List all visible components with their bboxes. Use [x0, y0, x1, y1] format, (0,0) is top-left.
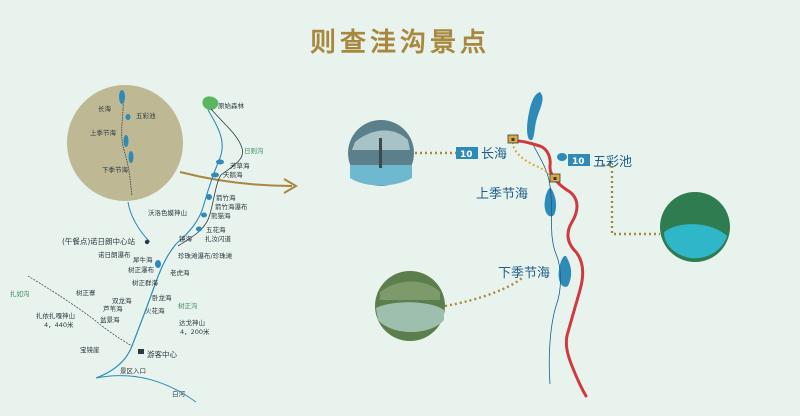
zoom-arrow-head: [283, 178, 298, 194]
label-dage: 达戈神山: [179, 318, 205, 327]
zoom-label-wucaichi: 五彩池: [136, 111, 156, 120]
trail-to-xiajijie-photo: [444, 276, 524, 308]
zoom-lake-shangjijie: [123, 135, 129, 147]
zoom-lake-changhai: [119, 90, 125, 104]
label-huohua: 火花海: [145, 306, 165, 315]
label-shuzhengzhai: 树正寨: [76, 288, 96, 297]
label-wolong: 卧龙海: [152, 293, 172, 302]
river-line: [531, 141, 561, 385]
label-baishui: 白河: [172, 389, 186, 398]
label-tiane: 天鹅海: [223, 170, 243, 179]
zoom-lake-xiajijie: [128, 151, 134, 163]
svg-text:10: 10: [460, 150, 473, 160]
zoom-label-shangjijie: 上季节海: [90, 128, 117, 137]
label-jingqu: 景区入口: [120, 367, 146, 375]
lake-shangjijie: [544, 187, 557, 217]
label-zhenzhu: 珍珠滩瀑布/珍珠滩: [178, 251, 233, 260]
label-penjing: 盆景海: [100, 315, 120, 324]
label-woluo: 沃洛色嫫神山: [148, 208, 187, 217]
label-nuorilang-pubu: 诺日朗瀑布: [98, 250, 131, 259]
label-xiniu: 犀牛海: [133, 255, 153, 264]
label-right-shangjijie: 上季节海: [476, 187, 528, 202]
lake-xiajijie: [558, 255, 572, 287]
label-shuzheng: 树正沟: [178, 301, 198, 310]
page-title: 则查洼沟景点: [309, 28, 490, 58]
zoom-lake-wucaichi: [125, 114, 131, 120]
lake-changhai: [527, 92, 543, 141]
nuorilang-station-icon: [144, 239, 150, 245]
label-shuzheng-qunhai: 树正群海: [132, 278, 159, 287]
label-jianzhu: 箭竹海: [216, 193, 236, 202]
tour-road: [511, 139, 588, 398]
label-nuorilang: 诺日朗中心站: [90, 236, 135, 246]
label-jinghai: 镜海: [179, 234, 193, 243]
label-zhayi: 扎依扎嘎神山: [36, 311, 75, 320]
label-zhayi-height: 4，440米: [44, 320, 74, 329]
label-zharugou: 扎如沟: [10, 289, 30, 298]
label-fangcao: 芳草海: [230, 161, 250, 170]
label-luwei: 芦苇海: [103, 304, 123, 313]
label-jianzhupubu: 箭竹海瀑布: [215, 202, 248, 211]
badge-wucaichi: [568, 154, 590, 166]
label-yuanshi: 原始森林: [218, 101, 245, 110]
label-youke: 游客中心: [147, 349, 177, 359]
label-laohu: 老虎海: [170, 268, 190, 277]
label-wuhua: 五花海: [206, 225, 226, 234]
label-shuzheng-pubu: 树正瀑布: [128, 265, 155, 274]
zoom-label-xiajijie: 下季节海: [102, 165, 129, 174]
forest-icon: [202, 96, 219, 111]
zoom-arrow: [179, 171, 293, 187]
label-dage-height: 4，200米: [180, 327, 210, 336]
label-rize: 日则沟: [244, 146, 264, 155]
trail-to-wucaichi-photo: [603, 163, 660, 236]
label-right-xiajijie: 下季节海: [498, 266, 550, 281]
label-xiongmao: 熊猫海: [211, 211, 231, 220]
label-zhaqia: 扎汝闪道: [205, 234, 232, 243]
lake-wucaichi: [557, 153, 567, 161]
label-nuorilang-prefix: (午餐点): [62, 236, 90, 246]
label-shuanglong: 双龙海: [112, 296, 132, 305]
label-baojing: 宝镜崖: [80, 345, 100, 354]
badge-changhai: [456, 147, 478, 159]
zoom-label-changhai: 长海: [98, 104, 112, 113]
label-right-changhai: 长海: [481, 147, 507, 162]
label-right-wucaichi: 五彩池: [593, 155, 632, 170]
svg-text:10: 10: [572, 157, 585, 167]
visitor-center-icon: [138, 349, 144, 354]
